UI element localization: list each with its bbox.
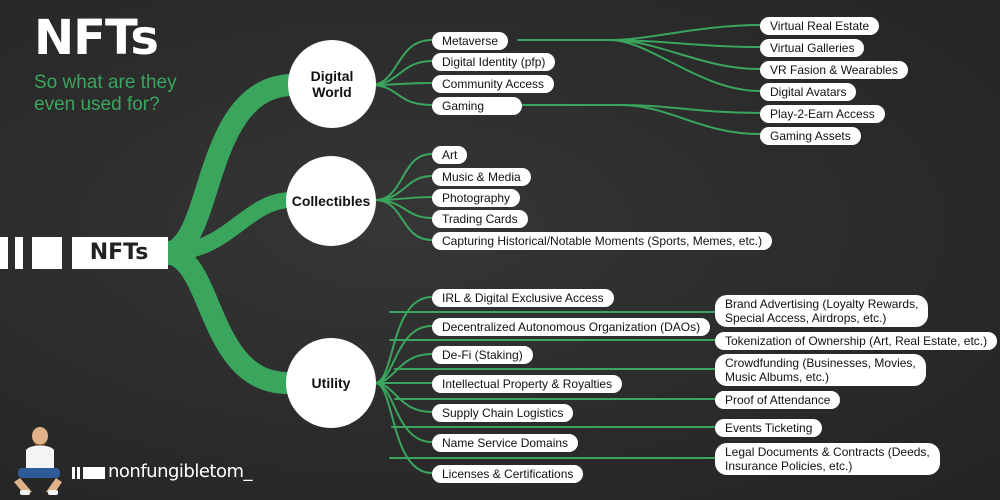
hub-digital-world[interactable]: Digital World (288, 40, 376, 128)
page-title: NFTs (34, 10, 159, 66)
item-virtual-galleries[interactable]: Virtual Galleries (760, 39, 865, 57)
item-vr-fashion[interactable]: VR Fasion & Wearables (760, 61, 908, 79)
item-brand-advertising[interactable]: Brand Advertising (Loyalty Rewards, Spec… (715, 295, 929, 327)
item-name-service[interactable]: Name Service Domains (432, 434, 579, 452)
page-subtitle: So what are they even used for? (34, 72, 177, 115)
trunk-utility (154, 242, 301, 395)
nfts-root-label: NFTs (72, 237, 166, 269)
item-digital-avatars[interactable]: Digital Avatars (760, 83, 857, 101)
item-licenses[interactable]: Licenses & Certifications (432, 465, 584, 483)
item-events-ticketing[interactable]: Events Ticketing (715, 419, 823, 437)
item-crowdfunding[interactable]: Crowdfunding (Businesses, Movies, Music … (715, 354, 926, 386)
hub-utility[interactable]: Utility (286, 338, 376, 428)
item-gaming-assets[interactable]: Gaming Assets (760, 127, 861, 145)
item-art[interactable]: Art (432, 146, 468, 164)
item-exclusive-access[interactable]: IRL & Digital Exclusive Access (432, 289, 614, 307)
item-historical-moments[interactable]: Capturing Historical/Notable Moments (Sp… (432, 232, 773, 250)
digital-world-branches (369, 24, 761, 135)
item-metaverse[interactable]: Metaverse (432, 32, 509, 50)
item-legal-documents[interactable]: Legal Documents & Contracts (Deeds, Insu… (715, 443, 940, 475)
item-intellectual-property[interactable]: Intellectual Property & Royalties (432, 375, 623, 393)
item-tokenization[interactable]: Tokenization of Ownership (Art, Real Est… (715, 332, 998, 350)
brand-name: nonfungibletom_ (108, 461, 253, 482)
avatar-illustration (14, 426, 62, 495)
item-defi-staking[interactable]: De-Fi (Staking) (432, 346, 533, 364)
item-gaming[interactable]: Gaming (432, 97, 522, 115)
collectibles-branches (374, 153, 433, 241)
item-play-2-earn[interactable]: Play-2-Earn Access (760, 105, 885, 123)
item-photography[interactable]: Photography (432, 189, 521, 207)
utility-branches (374, 296, 716, 474)
item-proof-of-attendance[interactable]: Proof of Attendance (715, 391, 841, 409)
hub-collectibles[interactable]: Collectibles (286, 156, 376, 246)
item-virtual-real-estate[interactable]: Virtual Real Estate (760, 17, 880, 35)
item-digital-identity[interactable]: Digital Identity (pfp) (432, 53, 556, 71)
item-community-access[interactable]: Community Access (432, 75, 555, 93)
item-trading-cards[interactable]: Trading Cards (432, 210, 528, 228)
item-daos[interactable]: Decentralized Autonomous Organization (D… (432, 318, 711, 336)
item-music-media[interactable]: Music & Media (432, 168, 531, 186)
item-supply-chain[interactable]: Supply Chain Logistics (432, 404, 574, 422)
